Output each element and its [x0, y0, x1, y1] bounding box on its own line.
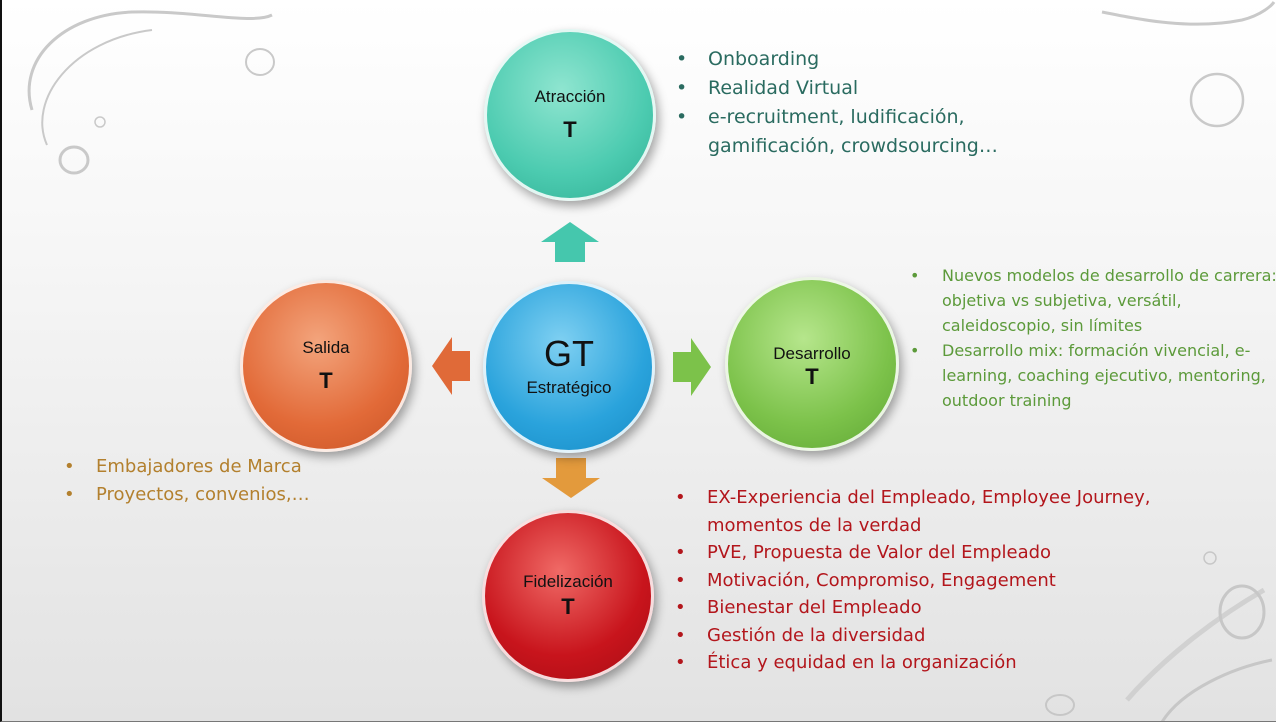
- list-item: Realidad Virtual: [674, 74, 1034, 103]
- list-item: PVE, Propuesta de Valor del Empleado: [673, 539, 1153, 567]
- fidelizacion-circle: Fidelización T: [482, 510, 654, 682]
- fidelizacion-marker: T: [561, 594, 575, 619]
- arrow-left-icon: [432, 337, 470, 395]
- arrow-right-icon: [673, 338, 711, 396]
- salida-marker: T: [319, 368, 333, 393]
- list-item: Motivación, Compromiso, Engagement: [673, 567, 1153, 595]
- center-circle: GT Estratégico: [483, 281, 655, 453]
- list-item: Desarrollo mix: formación vivencial, e-l…: [908, 338, 1276, 413]
- atraccion-list: Onboarding Realidad Virtual e-recruitmen…: [674, 45, 1034, 161]
- desarrollo-circle: Desarrollo T: [725, 277, 899, 451]
- list-item: Nuevos modelos de desarrollo de carrera:…: [908, 263, 1276, 338]
- atraccion-marker: T: [563, 117, 577, 142]
- arrow-up-icon: [541, 222, 599, 262]
- salida-circle: Salida T: [240, 280, 412, 452]
- list-item: Ética y equidad en la organización: [673, 649, 1153, 677]
- salida-label: Salida: [302, 338, 350, 357]
- list-item: Onboarding: [674, 45, 1034, 74]
- arrow-down-icon: [542, 458, 600, 498]
- list-item: EX-Experiencia del Empleado, Employee Jo…: [673, 484, 1153, 539]
- atraccion-circle: Atracción T: [484, 29, 656, 201]
- list-item: e-recruitment, ludificación, gamificació…: [674, 103, 1034, 161]
- list-item: Bienestar del Empleado: [673, 594, 1153, 622]
- desarrollo-list: Nuevos modelos de desarrollo de carrera:…: [908, 263, 1276, 413]
- center-subtitle: Estratégico: [526, 378, 612, 397]
- desarrollo-marker: T: [805, 364, 819, 389]
- desarrollo-label: Desarrollo: [773, 344, 851, 363]
- fidelizacion-label: Fidelización: [523, 572, 613, 591]
- fidelizacion-list: EX-Experiencia del Empleado, Employee Jo…: [673, 484, 1153, 677]
- list-item: Embajadores de Marca: [62, 453, 382, 481]
- center-title: GT: [544, 333, 594, 374]
- atraccion-label: Atracción: [534, 87, 606, 106]
- list-item: Proyectos, convenios,…: [62, 481, 382, 509]
- list-item: Gestión de la diversidad: [673, 622, 1153, 650]
- salida-list: Embajadores de Marca Proyectos, convenio…: [62, 453, 382, 509]
